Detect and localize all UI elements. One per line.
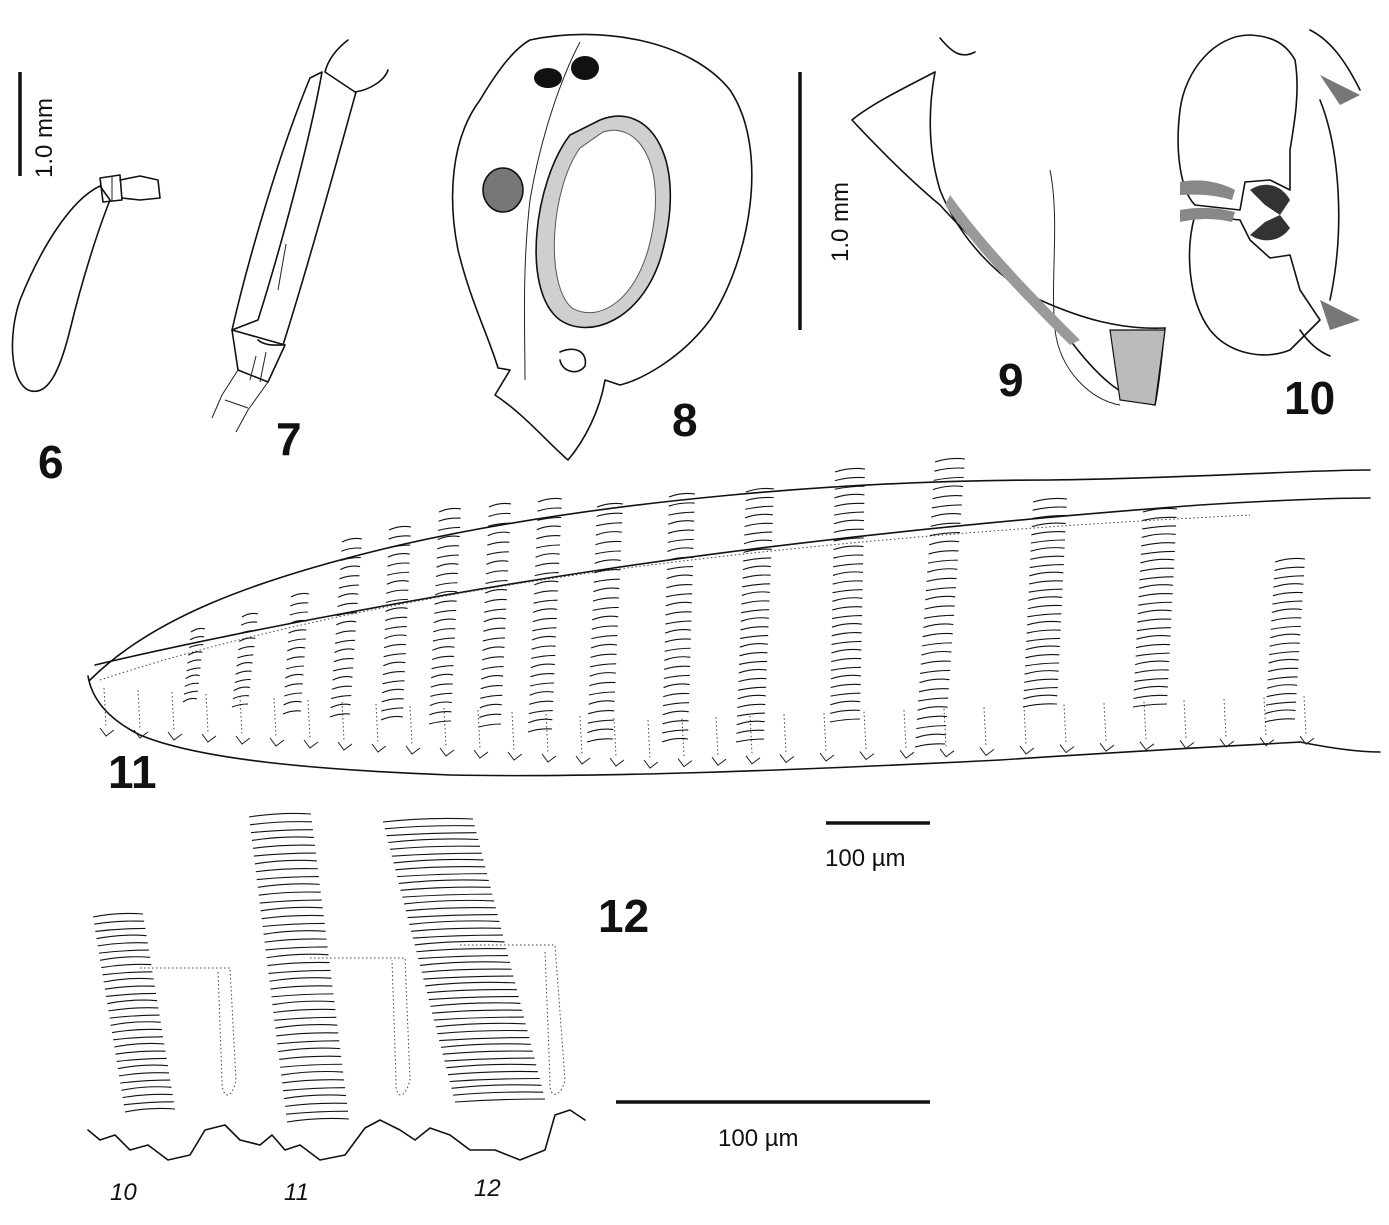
bristle-band bbox=[914, 457, 966, 748]
bristle-band bbox=[231, 612, 259, 708]
scale-label-um-mid: 100 µm bbox=[825, 845, 906, 872]
fig11-label: 11 bbox=[108, 746, 157, 798]
scale-bar-um-mid: 100 µm bbox=[825, 821, 930, 872]
fig6-antenna-drawing bbox=[11, 174, 161, 393]
bristle-band bbox=[586, 502, 624, 743]
fig7-label: 7 bbox=[276, 413, 302, 465]
scale-bar-left: 1.0 mm bbox=[18, 72, 58, 178]
bristle-band bbox=[527, 497, 563, 733]
fig8-label: 8 bbox=[672, 394, 698, 446]
bristle-band bbox=[478, 502, 512, 728]
bristle-band bbox=[329, 537, 363, 718]
fig6-label: 6 bbox=[38, 436, 64, 488]
tooth-number: 10 bbox=[110, 1179, 137, 1206]
scale-label-um-bottom: 100 µm bbox=[718, 1125, 799, 1152]
scale-label-mid: 1.0 mm bbox=[827, 182, 854, 262]
bristle-band bbox=[380, 525, 412, 721]
ocellus-icon bbox=[571, 56, 599, 80]
fig12-detail-drawing bbox=[87, 812, 586, 1161]
bristle-band bbox=[382, 817, 546, 1103]
scale-label-left: 1.0 mm bbox=[31, 98, 58, 178]
bristle-band bbox=[282, 592, 310, 715]
fig7-leg-drawing bbox=[211, 39, 389, 433]
scale-bar-um-bottom: 100 µm bbox=[616, 1100, 930, 1152]
fig10-label: 10 bbox=[1284, 372, 1335, 424]
fig11-bristle-bands bbox=[182, 457, 1306, 748]
bristle-band bbox=[1132, 507, 1178, 708]
fig12-label: 12 bbox=[598, 890, 649, 942]
tooth-number: 11 bbox=[284, 1179, 309, 1206]
bristle-band bbox=[1022, 497, 1068, 708]
bristle-band bbox=[735, 487, 775, 743]
fig9-label: 9 bbox=[998, 354, 1024, 406]
bristle-band bbox=[661, 492, 696, 743]
fig9-pronotum-drawing bbox=[851, 37, 1166, 406]
bristle-band bbox=[428, 507, 462, 725]
fig12-bristle-bands bbox=[92, 812, 546, 1123]
tooth-number: 12 bbox=[474, 1175, 501, 1202]
scale-bar-mid: 1.0 mm bbox=[798, 72, 854, 330]
ocellus-icon bbox=[534, 68, 562, 88]
fig11-file-drawing bbox=[87, 457, 1381, 777]
bristle-band bbox=[1264, 557, 1306, 723]
bristle-band bbox=[92, 912, 176, 1113]
bristle-band bbox=[182, 627, 206, 703]
bristle-band bbox=[248, 812, 350, 1123]
bristle-band bbox=[829, 467, 866, 723]
antenna-socket-icon bbox=[482, 167, 524, 213]
fig8-head-drawing bbox=[451, 33, 753, 461]
fig10-frontal-drawing bbox=[1177, 29, 1361, 357]
fig11-tooth-row bbox=[99, 687, 1315, 769]
